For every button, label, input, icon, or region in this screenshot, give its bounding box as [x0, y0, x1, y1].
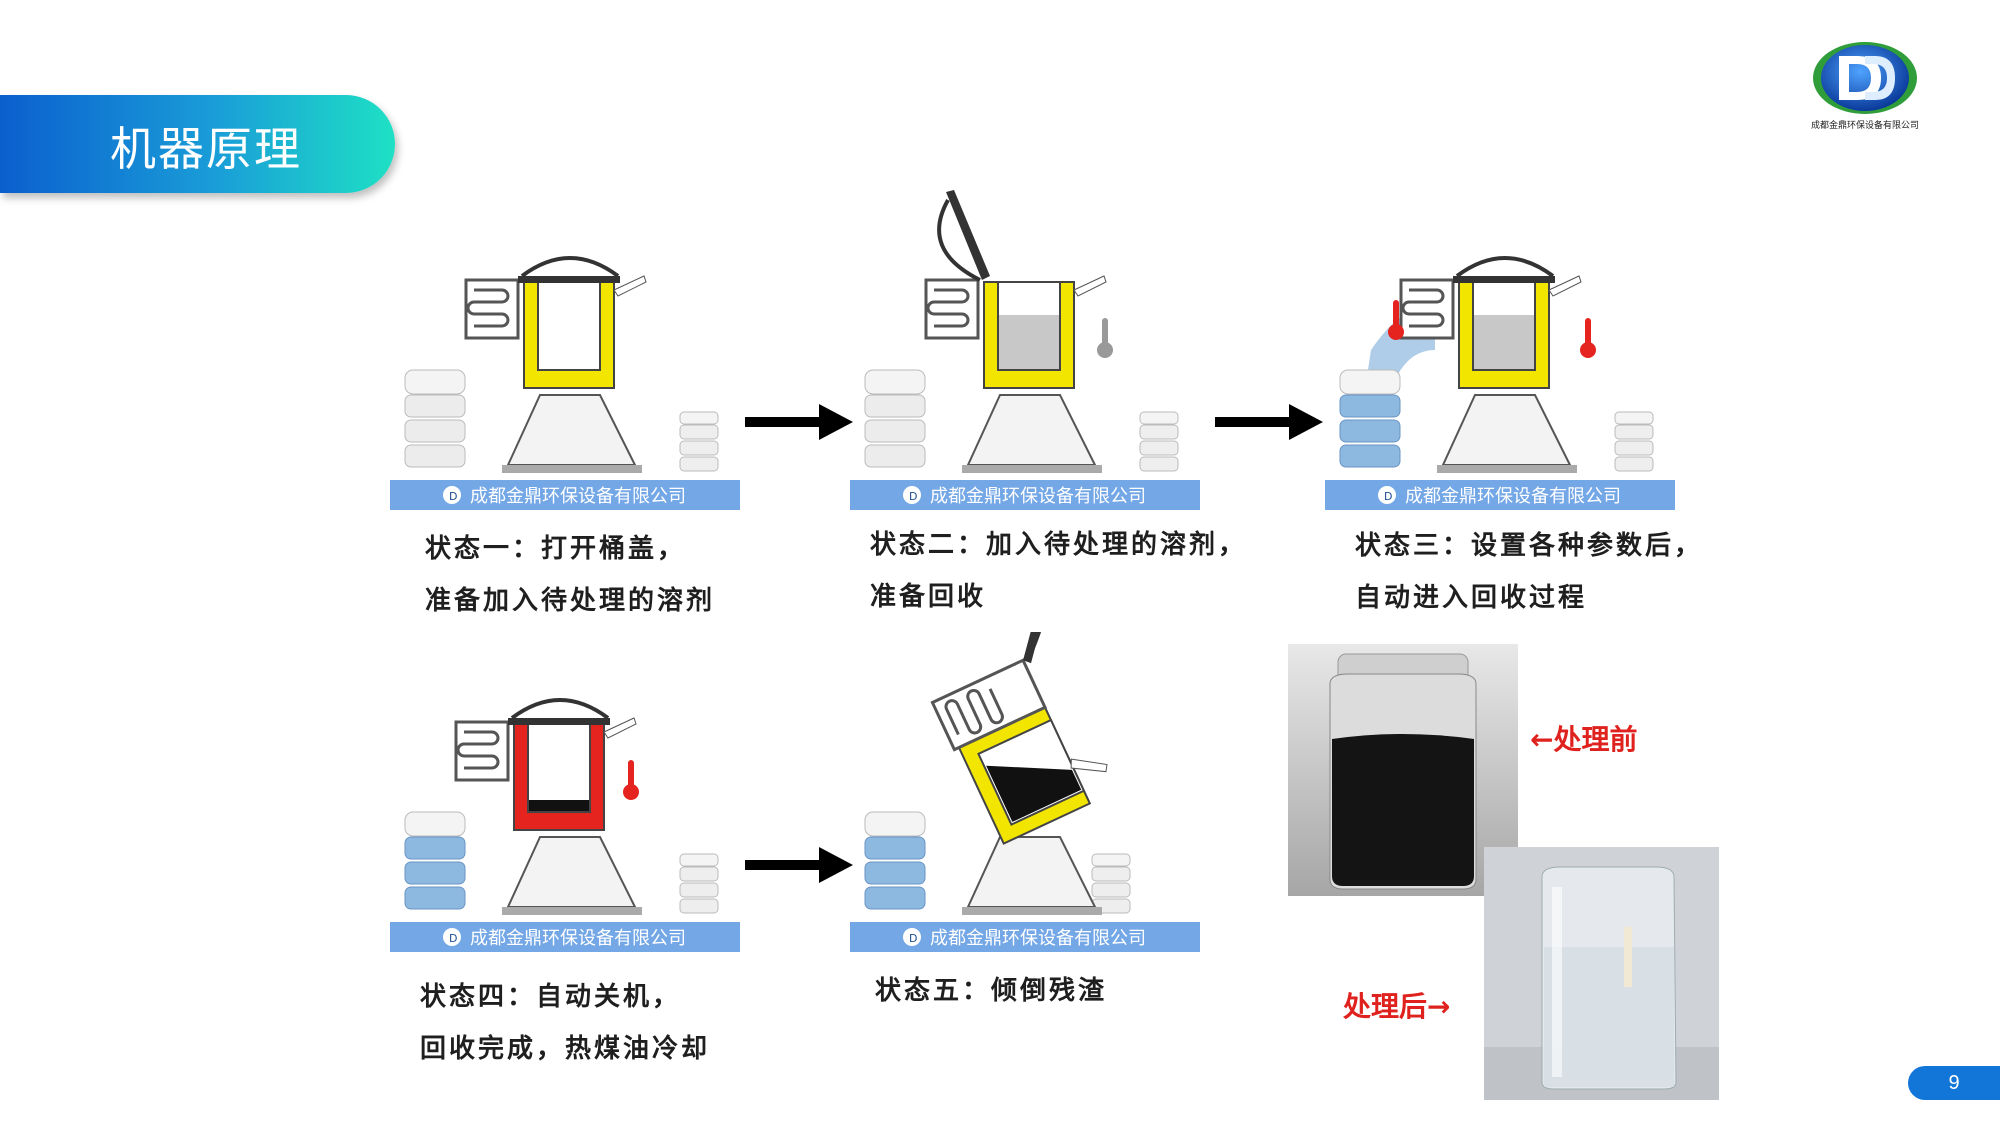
before-label: ←处理前 [1530, 723, 1638, 756]
arrow-right-icon [745, 404, 853, 440]
drum-right [679, 411, 719, 472]
state1-diagram: D 成都金鼎环保设备有限公司 [390, 256, 740, 510]
base-label: 成都金鼎环保设备有限公司 [930, 486, 1146, 507]
thermometer-icon [1097, 318, 1113, 358]
drum-right [1091, 853, 1131, 914]
state3-diagram: D 成都金鼎环保设备有限公司 [1325, 256, 1675, 510]
page-title: 机器原理 [110, 122, 302, 176]
state2-caption: 状态二：加入待处理的溶剂， 准备回收 [870, 530, 1248, 612]
state5-caption: 状态五：倾倒残渣 [875, 976, 1108, 1006]
base-label: 成都金鼎环保设备有限公司 [470, 486, 686, 507]
drum-right [1139, 411, 1179, 472]
state5-diagram: D 成都金鼎环保设备有限公司 [850, 632, 1200, 952]
thermometer-icon [1580, 318, 1596, 358]
company-d-logo-icon [1813, 42, 1917, 114]
after-label: 处理后→ [1343, 990, 1451, 1023]
logo-company-name: 成都金鼎环保设备有限公司 [1810, 121, 1919, 131]
svg-text:D: D [909, 932, 917, 945]
drum-left [1339, 369, 1401, 468]
arrow-right-icon [745, 847, 853, 883]
drum-right [1614, 411, 1654, 472]
drum-left [864, 369, 926, 468]
base-label: 成都金鼎环保设备有限公司 [1405, 486, 1621, 507]
title-banner: 机器原理 [0, 95, 395, 193]
state2-diagram: D 成都金鼎环保设备有限公司 [850, 190, 1200, 510]
thermometer-icon [623, 760, 639, 800]
state3-caption: 状态三：设置各种参数后， 自动进入回收过程 [1355, 531, 1704, 613]
svg-text:D: D [449, 490, 457, 503]
drum-left [404, 811, 466, 910]
drum-right [679, 853, 719, 914]
base-label: 成都金鼎环保设备有限公司 [930, 928, 1146, 949]
base-label: 成都金鼎环保设备有限公司 [470, 928, 686, 949]
page-number: 9 [1908, 1066, 2000, 1100]
svg-text:D: D [909, 490, 917, 503]
state4-caption: 状态四：自动关机， 回收完成，热煤油冷却 [420, 982, 711, 1064]
arrow-right-icon [1215, 404, 1323, 440]
svg-text:D: D [1384, 490, 1392, 503]
before-treatment-photo [1288, 644, 1518, 896]
drum-left [404, 369, 466, 468]
svg-text:D: D [449, 932, 457, 945]
drum-left [864, 811, 926, 910]
state1-caption: 状态一：打开桶盖， 准备加入待处理的溶剂 [425, 534, 716, 616]
thermometer-icon [1388, 300, 1404, 340]
after-treatment-photo [1484, 847, 1719, 1100]
state4-diagram: D 成都金鼎环保设备有限公司 [390, 698, 740, 952]
